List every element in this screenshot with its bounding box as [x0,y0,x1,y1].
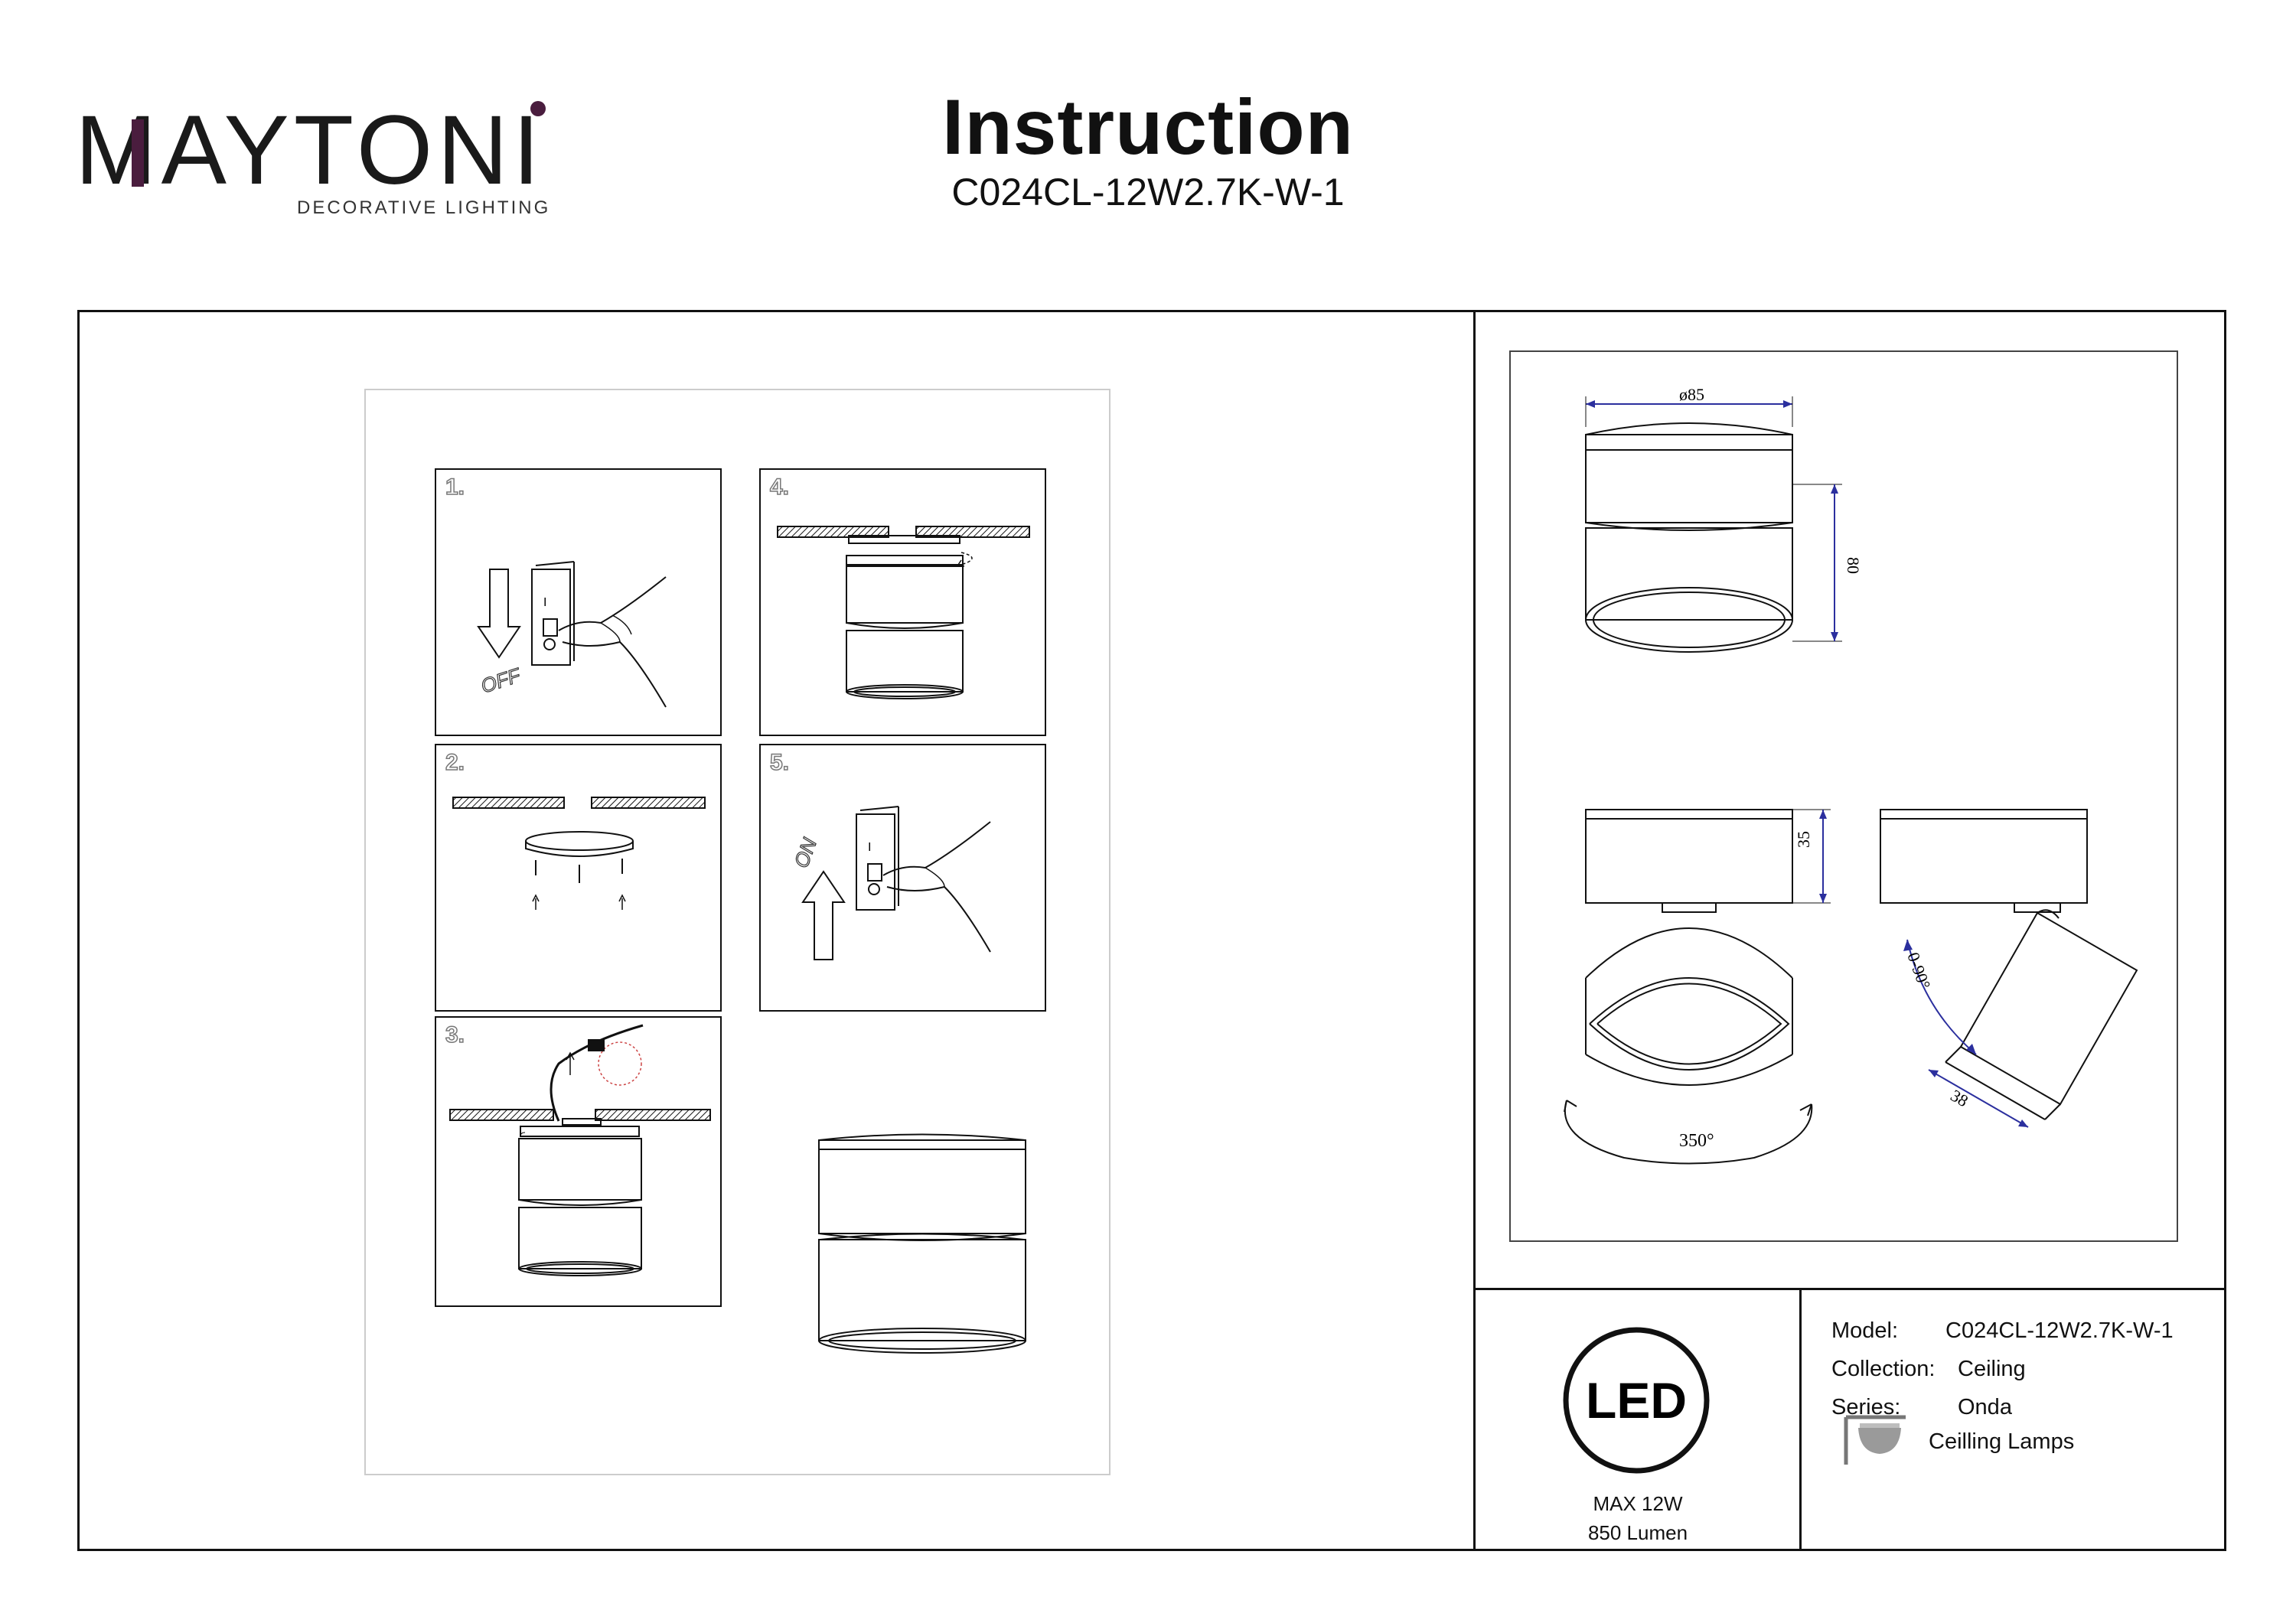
spec-divider [1799,1288,1802,1551]
dim-base-height: 35 [1794,831,1813,848]
power-max: MAX 12W [1593,1492,1683,1515]
svg-text:I: I [868,841,871,854]
step-3-box: 3. [435,1016,722,1307]
svg-text:I: I [543,596,546,609]
dimension-drawings: ø85 80 35 350° 38 0-90° [1564,385,2138,1165]
spec-collection-label: Collection: [1831,1357,1936,1381]
page-subtitle-model: C024CL-12W2.7K-W-1 [951,171,1345,213]
ceiling-lamp-icon [1844,1415,1906,1465]
step-3-number: 3. [445,1022,465,1048]
step-4-number: 4. [769,474,790,500]
power-lumen: 850 Lumen [1587,1521,1688,1544]
main-frame [77,310,2226,1551]
step-2-box: 2. [435,744,722,1012]
product-illustration [818,1133,1026,1354]
brand-tagline: DECORATIVE LIGHTING [297,197,551,218]
dim-diameter: ø85 [1679,385,1704,404]
spec-category-label: Ceilling Lamps [1929,1429,2075,1454]
brand-logo: MAYTONI [75,96,550,205]
step-4-box: 4. [759,468,1046,736]
step-5-number: 5. [769,749,790,776]
dim-head-width: 38 [1948,1086,1972,1111]
dim-height: 80 [1844,557,1863,574]
led-badge-icon: LED [1563,1327,1710,1474]
brand-name: MAYTONI [75,101,544,193]
dimension-panel [1509,350,2178,1242]
dim-tilt: 0-90° [1903,950,1934,992]
led-badge-text: LED [1586,1372,1687,1429]
spec-series-value: Onda [1958,1395,2012,1419]
installation-panel [364,389,1110,1475]
step-2-number: 2. [445,749,465,776]
step-5-switch-label: ON [789,835,821,871]
frame-divider-vertical [1473,310,1476,1551]
step-1-switch-label: OFF [478,663,525,697]
step-1-number: 1. [445,474,465,500]
step-1-box: 1. OFF I [435,468,722,736]
dim-rotation: 350° [1679,1131,1714,1151]
frame-divider-horizontal [1473,1288,2226,1290]
spec-model-label: Model: [1831,1318,1899,1343]
page-title: Instruction [942,83,1354,171]
spec-model-value: C024CL-12W2.7K-W-1 [1945,1318,2174,1343]
spec-collection-value: Ceiling [1958,1357,2026,1381]
step-5-box: 5. ON I [759,744,1046,1012]
